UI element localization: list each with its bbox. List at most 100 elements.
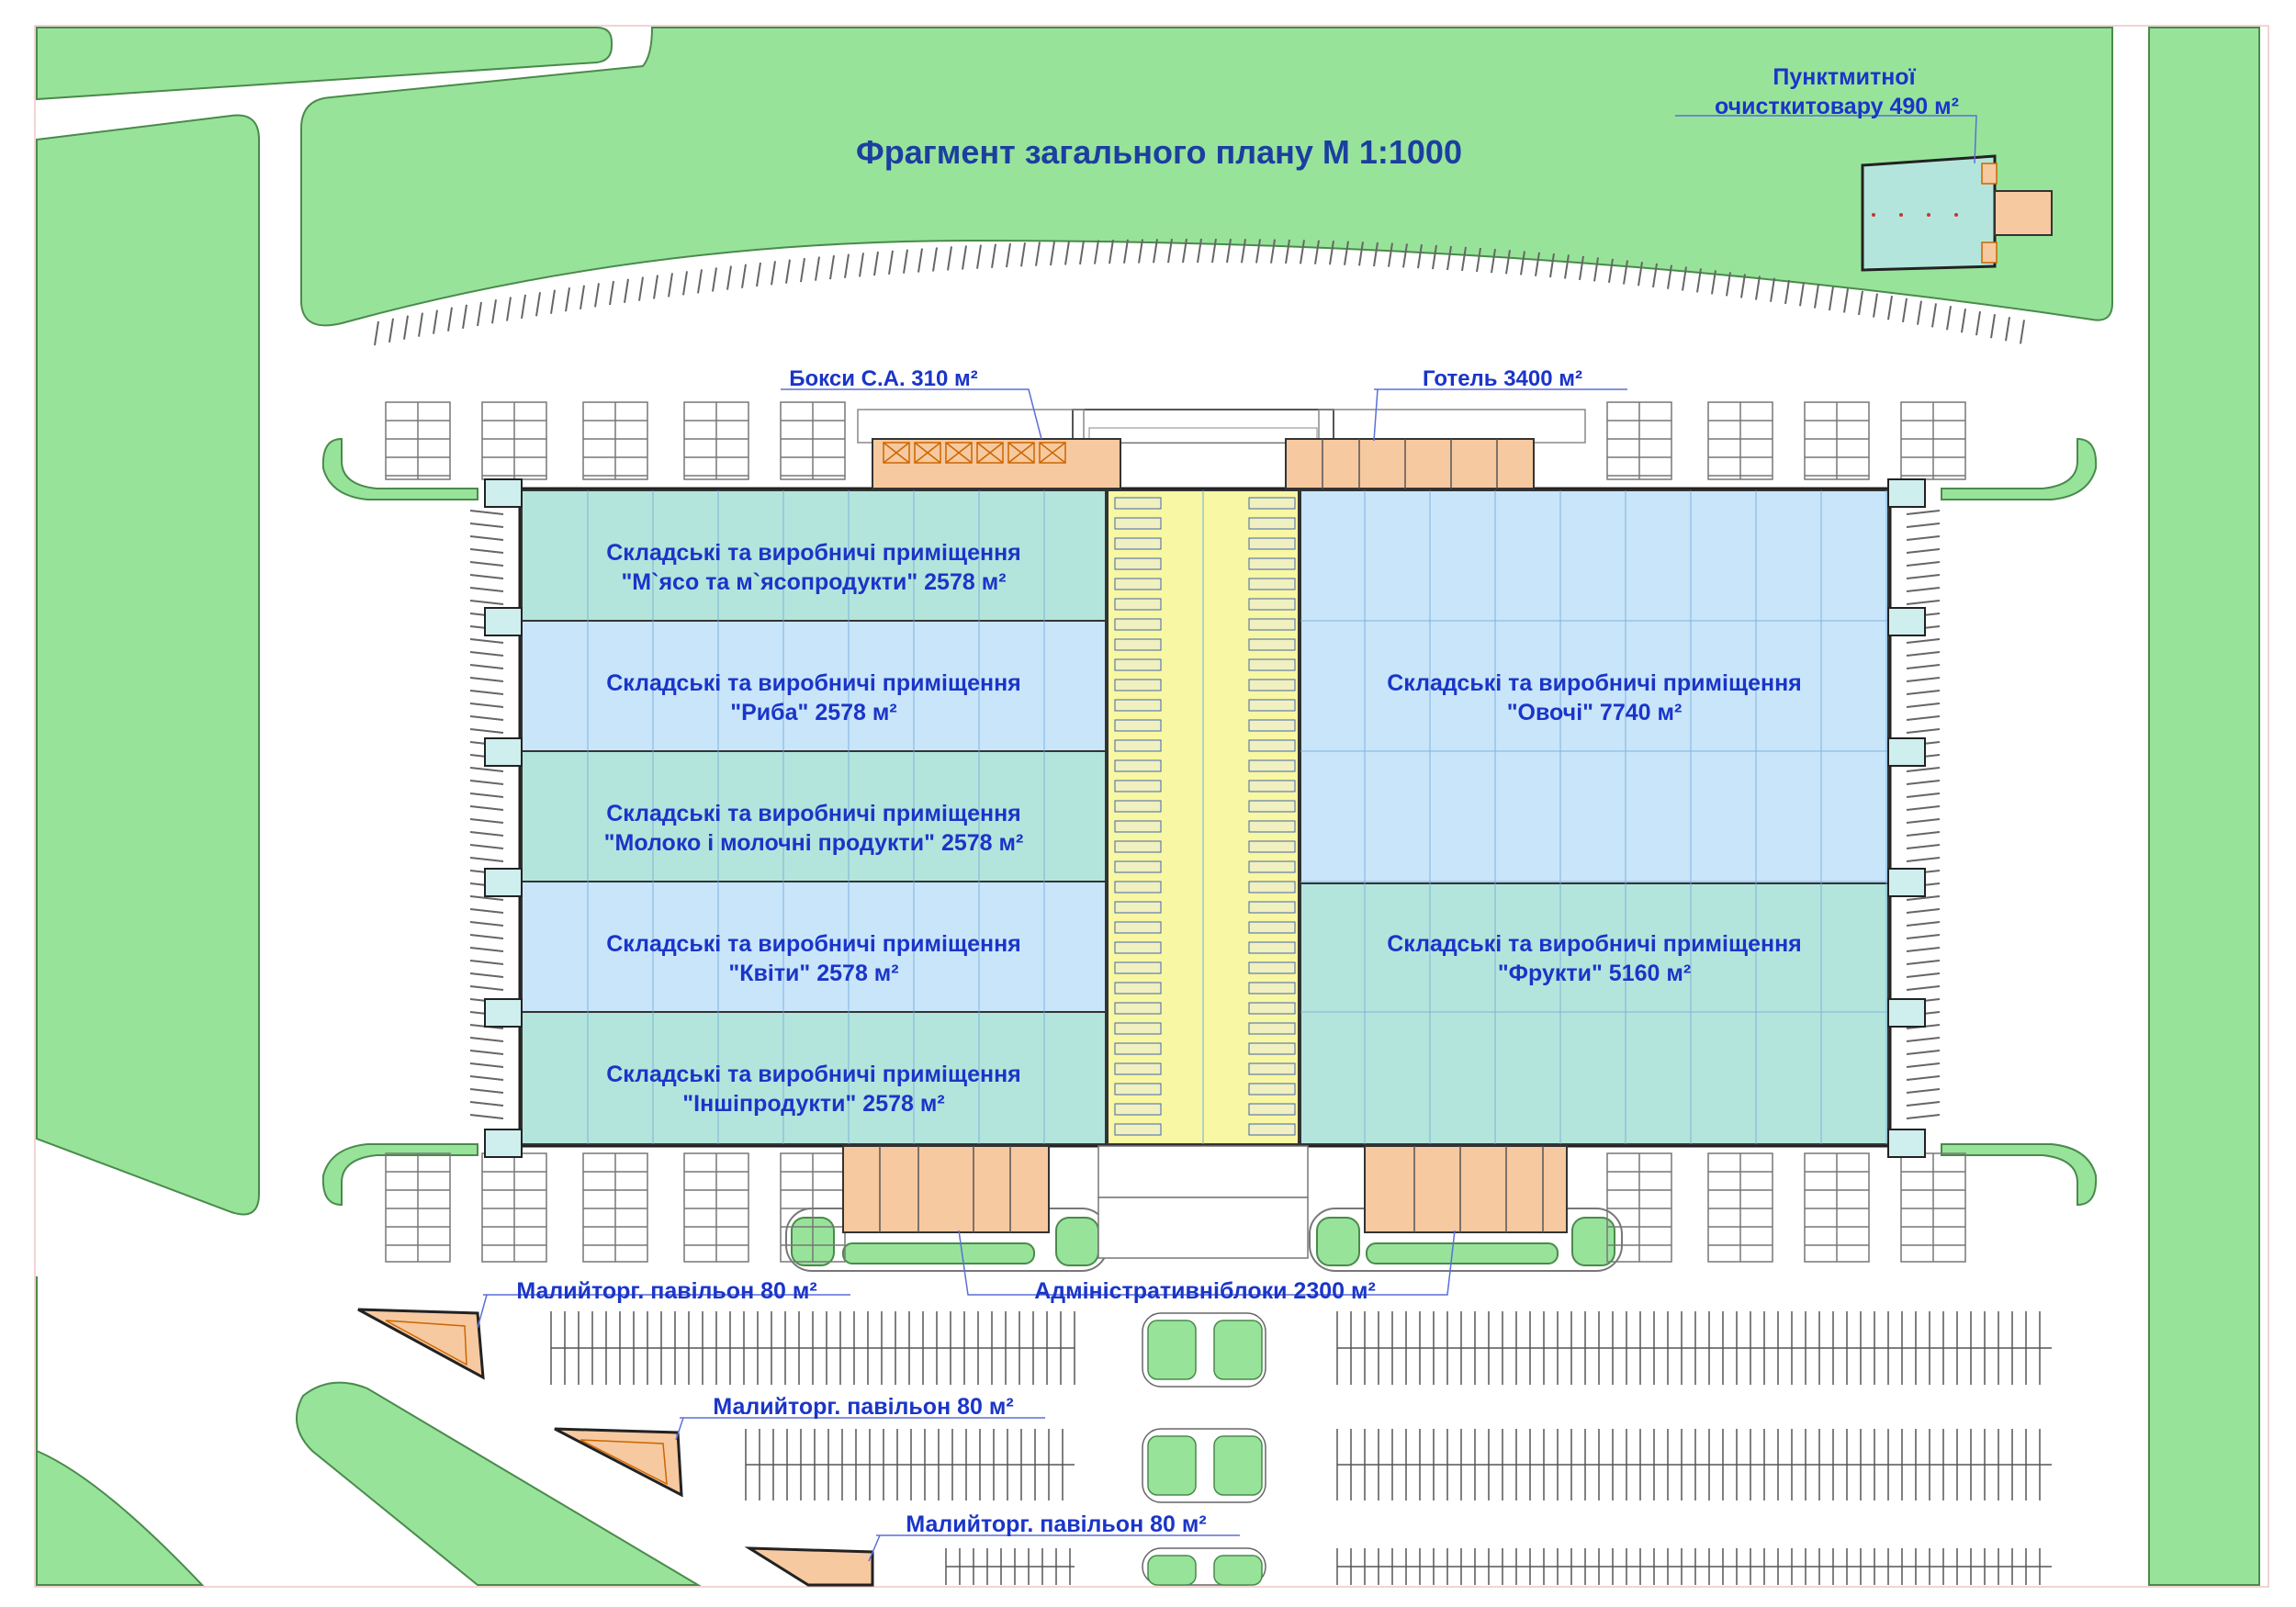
stall-left <box>1114 578 1162 590</box>
median-planter <box>1213 1435 1263 1496</box>
small-pavilions <box>357 1308 874 1587</box>
side-stall-left <box>469 664 504 669</box>
parking-lower <box>550 1311 2052 1586</box>
dock-left <box>484 478 523 508</box>
dock-left <box>484 998 523 1028</box>
box-cross <box>945 442 973 464</box>
side-stall-right <box>1906 934 1941 939</box>
stall-left <box>1114 537 1162 550</box>
customs-label-2: очисткитовару 490 м² <box>1715 94 1959 119</box>
parking-tick <box>712 267 717 292</box>
customs-columns <box>1872 213 1958 217</box>
side-stall-right <box>1906 523 1941 528</box>
parking-tick <box>565 287 570 312</box>
stall-right <box>1248 860 1296 873</box>
stall-right <box>1248 881 1296 893</box>
parking-tick <box>697 269 703 294</box>
parking-tick <box>771 261 776 286</box>
parking-tick <box>1784 279 1790 305</box>
parking-tick <box>1682 266 1687 291</box>
parking-tick <box>521 294 526 319</box>
gallery-stalls <box>1114 490 1296 1144</box>
parking-tick <box>1314 240 1320 264</box>
median-planter <box>1147 1555 1197 1586</box>
stall-right <box>1248 982 1296 995</box>
zone-milk <box>521 750 1107 882</box>
zone-fruits-line2: "Фрукти" 5160 м² <box>1498 961 1691 986</box>
zone-vegetables-line2: "Овочі" 7740 м² <box>1507 700 1683 725</box>
side-stall-right <box>1906 548 1941 554</box>
parking-tick <box>1402 243 1408 268</box>
parking-tick <box>726 265 732 290</box>
side-stall-left <box>469 702 504 708</box>
side-stall-right <box>1906 908 1941 914</box>
zone-flowers <box>521 881 1107 1013</box>
zone-flowers-line2: "Квіти" 2578 м² <box>728 961 898 986</box>
boxes-cells <box>883 442 1066 464</box>
stall-left <box>1114 961 1162 974</box>
planter-admin-2 <box>1055 1217 1099 1266</box>
parking-tick <box>1593 257 1599 282</box>
stall-right <box>1248 638 1296 651</box>
side-stall-right <box>1906 587 1941 592</box>
side-stall-right <box>1906 677 1941 682</box>
stall-right <box>1248 1083 1296 1096</box>
side-stall-left <box>469 587 504 592</box>
parking-tick <box>462 304 467 329</box>
parking-tick <box>1917 300 1922 325</box>
stall-right <box>1248 941 1296 954</box>
stall-left <box>1114 517 1162 530</box>
side-stall-right <box>1906 805 1941 811</box>
parking-tick <box>1167 238 1173 264</box>
stall-left <box>1114 598 1162 611</box>
parking-tick <box>1535 252 1540 276</box>
parking-tick <box>756 262 761 287</box>
parking-tick <box>947 246 952 271</box>
parking-tick <box>1505 250 1511 275</box>
side-stall-right <box>1906 792 1941 798</box>
parking-tick <box>638 276 644 301</box>
zone-other <box>521 1011 1107 1145</box>
parking-tick <box>1579 255 1584 281</box>
parking-tick <box>1608 258 1614 284</box>
parking-tick <box>682 271 688 296</box>
parking-tick <box>535 292 541 317</box>
plan-title: Фрагмент загального плану М 1:1000 <box>856 133 1462 171</box>
stall-right <box>1248 557 1296 570</box>
pavilion-1 <box>357 1308 485 1380</box>
parking-tick <box>1799 282 1805 307</box>
side-stall-right <box>1906 638 1941 644</box>
median-curb <box>1142 1312 1266 1388</box>
side-stall-left <box>469 548 504 554</box>
side-stall-right <box>1906 715 1941 721</box>
parking-tick <box>1990 314 1996 339</box>
dock-right <box>1887 737 1926 767</box>
side-stall-right <box>1906 561 1941 567</box>
box-cell <box>914 442 941 464</box>
side-stall-left <box>469 1101 504 1107</box>
stall-right <box>1248 1062 1296 1075</box>
parking-tick <box>1549 253 1555 278</box>
parking-tick <box>550 289 556 314</box>
median-curb <box>1142 1547 1266 1586</box>
dock-left <box>484 1129 523 1158</box>
parking-tick <box>888 250 894 275</box>
stall-right <box>1248 598 1296 611</box>
side-stall-left <box>469 600 504 605</box>
side-stall-right <box>1906 947 1941 952</box>
green-left-strip <box>36 114 260 1216</box>
parking-tick <box>1858 290 1863 316</box>
planter-sw <box>321 1143 478 1207</box>
side-stall-left <box>469 715 504 721</box>
planter-admin-4 <box>1571 1217 1615 1266</box>
parking-tick <box>1740 274 1746 298</box>
dock-right <box>1887 868 1926 897</box>
customs-annex <box>1994 190 2053 236</box>
side-stall-right <box>1906 535 1941 541</box>
side-stall-right <box>1906 574 1941 579</box>
parking-tick <box>844 253 850 278</box>
parking-tick <box>1285 239 1290 264</box>
stall-right <box>1248 780 1296 792</box>
side-stall-left <box>469 728 504 734</box>
box-cross <box>883 442 910 464</box>
